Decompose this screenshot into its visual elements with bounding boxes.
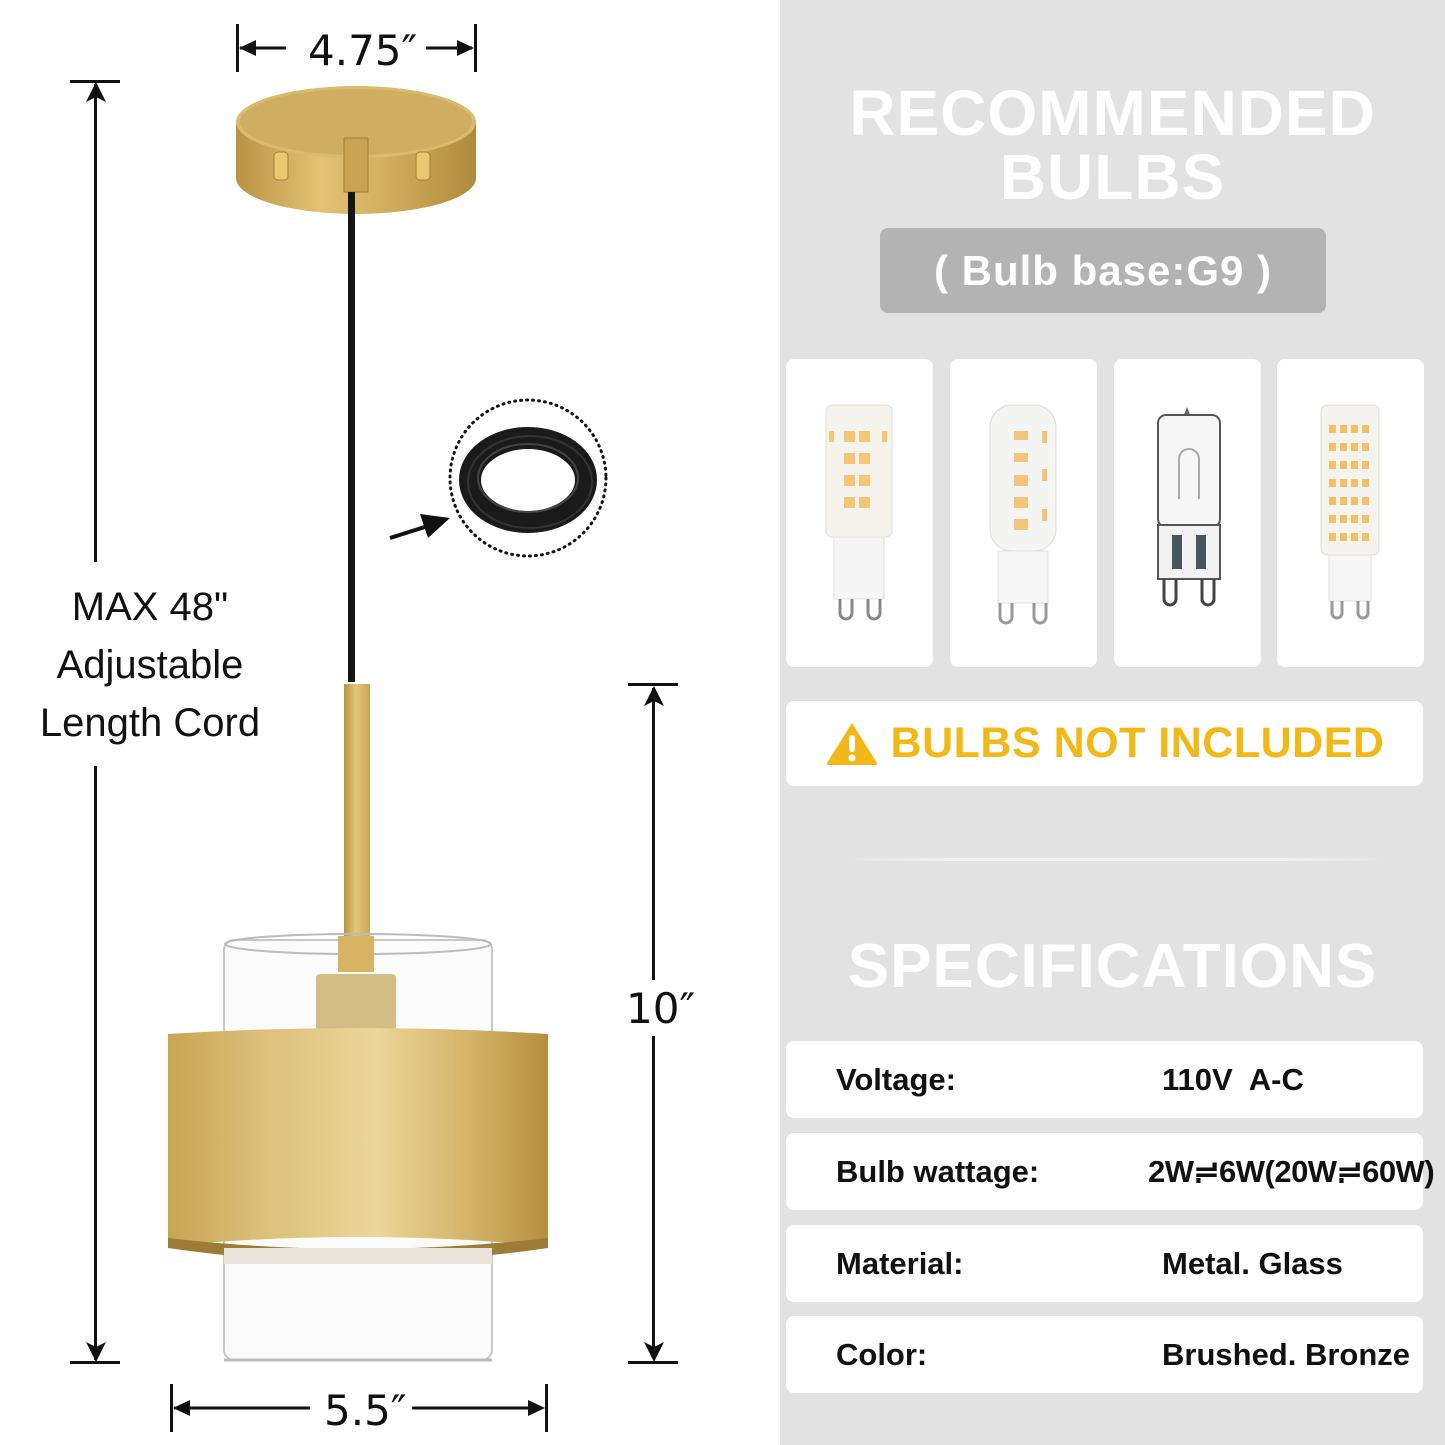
spec-value: 2W≓6W(20W≓60W) (1148, 1154, 1435, 1189)
spec-row-color: Color: Brushed. Bronze (786, 1316, 1423, 1393)
width-dim-tick-left (170, 1384, 173, 1432)
g9-led-long-bulb-icon (1320, 404, 1380, 620)
height-dim-line-upper (652, 688, 655, 980)
spec-row-material: Material: Metal. Glass (786, 1225, 1423, 1302)
spec-value: Metal. Glass (1162, 1246, 1343, 1281)
spec-value: 110V A-C (1162, 1062, 1304, 1097)
arrow-down-icon (86, 1342, 106, 1362)
arrow-up-icon (644, 686, 664, 706)
cord-dim-line-upper (94, 84, 97, 562)
cord-dim-tick-top (70, 80, 120, 83)
recommended-title: RECOMMENDED (849, 77, 1376, 149)
arrow-up-icon (86, 82, 106, 102)
cord-dim-line-lower (94, 766, 97, 1360)
dimension-tick-left (236, 24, 239, 72)
g9-frosted-bulb-icon (989, 404, 1057, 625)
spec-label: Color: (836, 1337, 928, 1372)
section-divider (835, 858, 1395, 861)
shade-width-label: 5.5″ (318, 1390, 413, 1432)
bulbs-not-included-notice: BULBS NOT INCLUDED (786, 701, 1423, 786)
spec-label: Voltage: (836, 1062, 956, 1097)
shade-width-arrow-icon (173, 1400, 545, 1416)
g9-led-bulb-icon (825, 404, 893, 621)
dimension-tick-right (474, 24, 477, 72)
ceiling-canopy (236, 86, 476, 214)
cord-dim-tick-bottom (70, 1361, 120, 1364)
cord-length-label: MAX 48" Adjustable Length Cord (20, 578, 280, 752)
canopy-width-arrow-icon (239, 40, 474, 56)
coiled-cord-inset (389, 398, 608, 558)
product-diagram: 4.75″ MAX 48" A (20, 24, 696, 1432)
shade-height-label: 10″ (626, 984, 696, 1033)
arrow-down-icon (644, 1342, 664, 1362)
bulb-card-halogen (1114, 359, 1261, 667)
bulbs-title: BULBS (999, 141, 1226, 213)
bulb-card-led-frosted (950, 359, 1097, 667)
g9-halogen-bulb-icon (1157, 407, 1221, 607)
spec-row-voltage: Voltage: 110V A-C (786, 1041, 1423, 1118)
height-dim-tick-bottom (628, 1361, 678, 1364)
bulb-card-led-long (1277, 359, 1424, 667)
spec-label: Bulb wattage: (836, 1154, 1040, 1189)
spec-value: Brushed. Bronze (1162, 1337, 1411, 1372)
power-cord (348, 192, 355, 682)
cord-length-line-1: MAX 48" (71, 585, 229, 629)
spec-label: Material: (836, 1246, 964, 1281)
pendant-shade (168, 933, 548, 1362)
brass-stem (344, 684, 370, 940)
canopy-width-label: 4.75″ (302, 30, 424, 72)
height-dim-line-lower (652, 1036, 655, 1358)
warning-triangle-icon (826, 722, 877, 765)
warning-text: BULBS NOT INCLUDED (890, 719, 1385, 767)
height-dim-tick-top (628, 683, 678, 686)
info-panel: RECOMMENDED BULBS ( Bulb base:G9 ) (780, 0, 1445, 1445)
cord-length-line-2: Adjustable (56, 643, 244, 687)
bulb-card-led-ceramic (786, 359, 933, 667)
cord-length-line-3: Length Cord (39, 701, 261, 745)
spec-row-bulb-wattage: Bulb wattage: 2W≓6W(20W≓60W) (786, 1133, 1435, 1210)
specifications-title: SPECIFICATIONS (847, 932, 1378, 1001)
bulb-base-badge: ( Bulb base:G9 ) (880, 228, 1326, 313)
width-dim-tick-right (545, 1384, 548, 1432)
